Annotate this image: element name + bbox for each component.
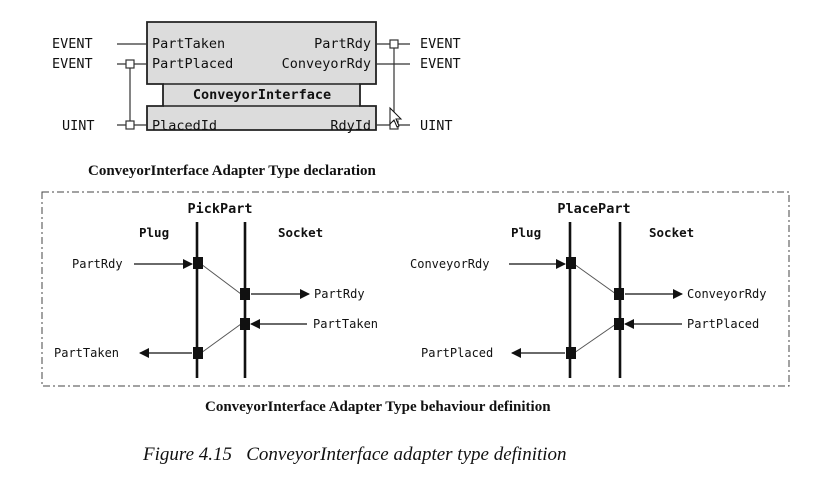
message-plug-to-socket <box>200 263 242 295</box>
port-partrdy: PartRdy <box>314 36 371 52</box>
type-label-partplaced: EVENT <box>52 56 93 72</box>
in-event-label: PartRdy <box>72 257 123 271</box>
socket-out-label: PartRdy <box>314 287 365 301</box>
behaviour-frame <box>41 191 790 387</box>
in-event-label: ConveyorRdy <box>410 257 489 271</box>
port-parttaken: PartTaken <box>152 36 225 52</box>
sequence-placepart: PlacePart Plug Socket ConveyorRdy Convey… <box>410 201 766 378</box>
out-event-label: PartPlaced <box>421 346 493 360</box>
socket-in-label: PartPlaced <box>687 317 759 331</box>
type-label-placedid: UINT <box>62 118 95 134</box>
behaviour-definition: PickPart Plug Socket PartRdy PartRdy Par… <box>41 191 790 415</box>
port-rdyid: RdyId <box>330 118 371 134</box>
type-label-partrdy: EVENT <box>420 36 461 52</box>
message-socket-to-plug <box>573 323 617 354</box>
plug-label: Plug <box>139 225 169 240</box>
sequence-title: PickPart <box>187 201 252 217</box>
event-square-socket-out <box>614 288 624 300</box>
event-square-plug-in <box>193 257 203 269</box>
declaration-caption: ConveyorInterface Adapter Type declarati… <box>88 163 377 179</box>
event-square-plug-in <box>566 257 576 269</box>
socket-label: Socket <box>649 225 694 240</box>
with-square-partplaced <box>125 59 135 69</box>
out-event-label: PartTaken <box>54 346 119 360</box>
with-square-placedid <box>125 120 135 130</box>
mouse-cursor-icon <box>389 106 403 128</box>
port-conveyorrdy: ConveyorRdy <box>282 56 371 72</box>
message-plug-to-socket <box>573 263 617 295</box>
type-label-conveyorrdy: EVENT <box>420 56 461 72</box>
event-square-socket-in <box>614 318 624 330</box>
socket-in-label: PartTaken <box>313 317 378 331</box>
port-placedid: PlacedId <box>152 118 217 134</box>
plug-label: Plug <box>511 225 541 240</box>
with-square-partrdy <box>389 39 399 49</box>
event-square-socket-in <box>240 318 250 330</box>
adapter-declaration: PartTaken PartPlaced PlacedId PartRdy Co… <box>52 21 461 179</box>
sequence-pickpart: PickPart Plug Socket PartRdy PartRdy Par… <box>54 201 378 378</box>
figure-caption: Figure 4.15 ConveyorInterface adapter ty… <box>142 444 567 465</box>
event-square-plug-out <box>566 347 576 359</box>
type-label-rdyid: UINT <box>420 118 453 134</box>
port-partplaced: PartPlaced <box>152 56 233 72</box>
event-square-socket-out <box>240 288 250 300</box>
block-name: ConveyorInterface <box>193 87 331 103</box>
type-label-parttaken: EVENT <box>52 36 93 52</box>
message-socket-to-plug <box>200 323 242 354</box>
sequence-title: PlacePart <box>557 201 630 217</box>
socket-out-label: ConveyorRdy <box>687 287 766 301</box>
event-square-plug-out <box>193 347 203 359</box>
behaviour-caption: ConveyorInterface Adapter Type behaviour… <box>205 399 551 415</box>
socket-label: Socket <box>278 225 323 240</box>
